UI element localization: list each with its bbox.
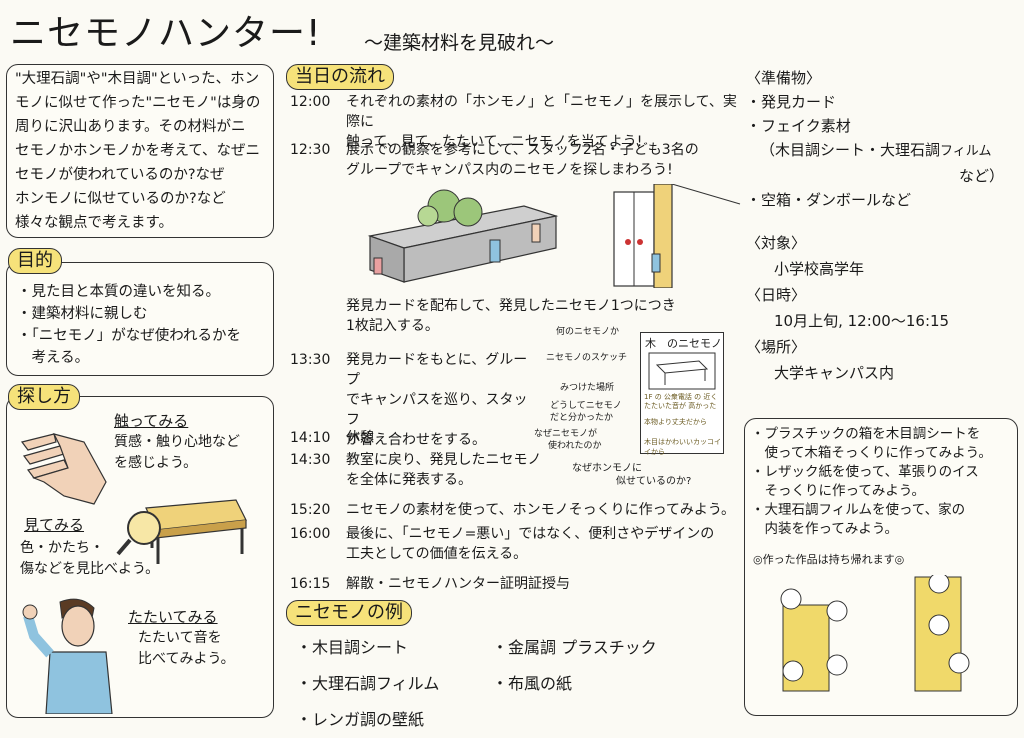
date-value: 10月上旬, 12:00〜16:15 xyxy=(774,312,950,330)
intro-text: "大理石調"や"木目調"といった、ホン モノに似せて作った"ニセモノ"は身の 周… xyxy=(15,71,261,231)
card-bottom-label: なぜホンモノに 似せているのか? xyxy=(572,463,692,487)
examples-heading: ニセモノの例 xyxy=(286,600,412,626)
tap-desc: たたいて音を 比べてみよう。 xyxy=(138,630,235,667)
purpose-item: ・「ニセモノ」がなぜ使われるかを xyxy=(17,328,242,344)
purpose-heading: 目的 xyxy=(8,248,62,274)
prep-sub-tail: など） xyxy=(958,167,1004,185)
flow-time: 13:30 xyxy=(290,352,331,368)
touch-title: 触ってみる xyxy=(114,412,189,430)
flow-time: 12:30 xyxy=(290,142,331,158)
flow-time: 14:10 xyxy=(290,430,331,446)
purpose-box: ・見た目と本質の違いを知る。 ・建築材料に親しむ ・「ニセモノ」がなぜ使われるか… xyxy=(6,262,274,376)
target-heading: 〈対象〉 xyxy=(746,234,807,252)
prep-item: ・空箱・ダンボールなど xyxy=(746,191,912,209)
workshop-illustration xyxy=(780,575,970,692)
exhibit-illustration xyxy=(367,189,559,283)
prep-item: ・発見カード xyxy=(746,93,837,111)
flow-time: 16:15 xyxy=(290,576,331,592)
see-desc: 色・かたち・ 傷などを見比べよう。 xyxy=(20,540,160,577)
flow-time: 12:00 xyxy=(290,94,331,110)
flow-time: 16:00 xyxy=(290,526,331,542)
discovery-card: 木 のニセモノ 1F の 公衆電話 の 近く たたいた音が 高かった 本物より丈… xyxy=(640,332,724,456)
purpose-item: 考える。 xyxy=(17,350,90,366)
make-note: ◎作った作品は持ち帰れます◎ xyxy=(753,553,905,566)
flow-time: 15:20 xyxy=(290,502,331,518)
door-illustration xyxy=(613,184,741,288)
touch-desc: 質感・触り心地など を感じよう。 xyxy=(114,434,240,471)
place-value: 大学キャンパス内 xyxy=(774,364,895,382)
example-item: ・木目調シート xyxy=(296,638,409,657)
card-table-sketch xyxy=(648,352,716,390)
flow-time: 14:30 xyxy=(290,452,331,468)
make-text: ・プラスチックの箱を木目調シートを 使って木箱そっくりに作ってみよう。 ・レザッ… xyxy=(751,426,992,537)
example-item: ・金属調 プラスチック xyxy=(492,638,657,657)
purpose-item: ・建築材料に親しむ xyxy=(17,306,148,322)
prep-sub: （木目調シート・大理石調フィルム xyxy=(760,141,992,159)
howto-heading: 探し方 xyxy=(8,384,80,410)
page-subtitle: 〜建築材料を見破れ〜 xyxy=(364,32,555,54)
example-item: ・布風の紙 xyxy=(492,674,573,693)
see-title: 見てみる xyxy=(24,516,85,534)
intro-box: "大理石調"や"木目調"といった、ホン モノに似せて作った"ニセモノ"は身の 周… xyxy=(6,64,274,238)
example-item: ・レンガ調の壁紙 xyxy=(296,710,425,729)
prep-heading: 〈準備物〉 xyxy=(746,69,822,87)
date-heading: 〈日時〉 xyxy=(746,286,807,304)
person-illustration xyxy=(22,598,113,714)
tap-title: たたいてみる xyxy=(128,608,218,626)
magnifier-table-illustration xyxy=(116,499,247,564)
target-section: 〈対象〉 小学校高学年 〈日時〉 10月上旬, 12:00〜16:15 〈場所〉… xyxy=(746,230,949,386)
card-title: 木 のニセモノ xyxy=(645,337,722,350)
target-value: 小学校高学年 xyxy=(774,260,865,278)
examples-col-2: ・金属調 プラスチック ・布風の紙 xyxy=(492,630,657,702)
hand-illustration xyxy=(20,433,107,505)
examples-col-1: ・木目調シート ・大理石調フィルム ・レンガ調の壁紙 xyxy=(296,630,439,738)
place-heading: 〈場所〉 xyxy=(746,338,807,356)
card-note-3: 木目はかわいいカッコイイから xyxy=(644,438,721,456)
flow-heading: 当日の流れ xyxy=(286,64,394,90)
prep-item: ・フェイク素材 xyxy=(746,117,851,135)
make-box: ・プラスチックの箱を木目調シートを 使って木箱そっくりに作ってみよう。 ・レザッ… xyxy=(744,418,1018,716)
example-item: ・大理石調フィルム xyxy=(296,674,440,693)
card-note-2: 本物より丈夫だから xyxy=(644,418,707,426)
card-note-1: 1F の 公衆電話 の 近く たたいた音が 高かった xyxy=(644,393,718,410)
page-title: ニセモノハンター! xyxy=(10,13,322,54)
purpose-item: ・見た目と本質の違いを知る。 xyxy=(17,284,220,300)
prep-section: 〈準備物〉 ・発見カード ・フェイク素材 （木目調シート・大理石調フィルム など… xyxy=(746,66,1018,212)
